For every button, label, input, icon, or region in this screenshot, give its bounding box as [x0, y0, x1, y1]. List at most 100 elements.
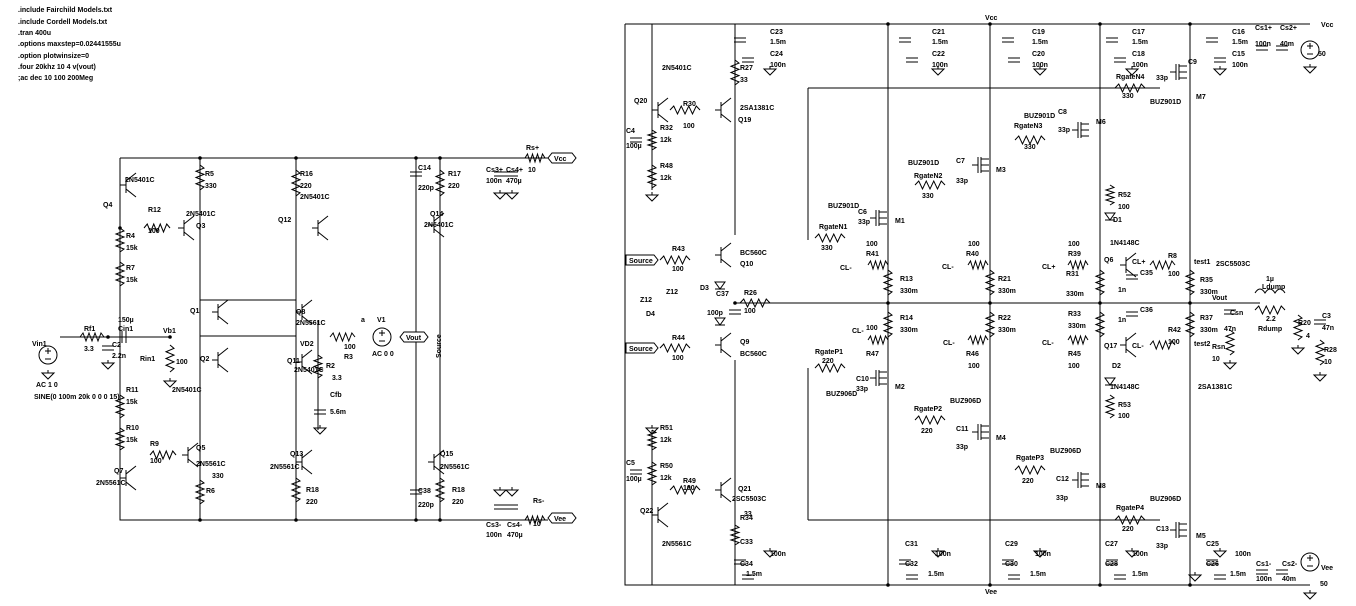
label-q14: Q14 [430, 211, 443, 218]
label-c3: C3 [1322, 313, 1331, 320]
label-r31v: 330m [1066, 291, 1084, 298]
capacitor-bottom [1214, 574, 1226, 580]
label-v1v: AC 0 0 [372, 351, 394, 358]
label-m4: M4 [996, 435, 1006, 442]
resistor [1094, 269, 1106, 296]
label-r33v: 330m [1068, 323, 1086, 330]
voltage-source-vcc [1300, 40, 1320, 60]
ground-symbol [1124, 66, 1140, 76]
directive-7: ;ac dec 10 100 200Meg [18, 75, 93, 82]
transistor-q3 [178, 215, 195, 241]
label-r44v: 100 [672, 355, 684, 362]
label-r47v: 100 [866, 325, 878, 332]
label-buz901d-3: BUZ901D [1024, 113, 1055, 120]
junction-dot [1098, 301, 1102, 305]
label-r35: R35 [1200, 277, 1213, 284]
label-r33: R33 [1068, 311, 1081, 318]
net-vee-left: Vee [554, 516, 566, 523]
label-cl-r45: CL- [1042, 340, 1054, 347]
label-csn: Csn [1230, 310, 1243, 317]
label-q22: Q22 [640, 508, 653, 515]
label-c19v: 1.5m [1032, 39, 1048, 46]
label-r17: R17 [448, 171, 461, 178]
label-c13: C13 [1156, 526, 1169, 533]
label-r22: R22 [998, 315, 1011, 322]
transistor-q8 [296, 299, 313, 325]
resistor-r26 [739, 297, 771, 309]
label-r28: R28 [1324, 347, 1337, 354]
ground-symbol [40, 370, 56, 380]
label-c37: C37 [716, 291, 729, 298]
junction-dot [988, 301, 992, 305]
label-vd2: VD2 [300, 341, 314, 348]
source-polarity [379, 330, 385, 342]
label-ntest2: test2 [1194, 341, 1210, 348]
capacitor-bottom [1206, 559, 1218, 565]
resistor [114, 394, 126, 419]
resistor-r53 [1104, 394, 1116, 419]
ground-symbol [1124, 548, 1140, 558]
label-c2sc5: 2SC5503C [1216, 261, 1250, 268]
capacitor-top [1206, 37, 1218, 43]
resistor-rgatep4 [1114, 514, 1146, 526]
capacitor-c14 [410, 171, 422, 177]
label-rdump: Rdump [1258, 326, 1282, 333]
label-r26v: 100 [744, 308, 756, 315]
label-r13: R13 [900, 276, 913, 283]
label-c22v: 100n [932, 62, 948, 69]
label-r46: R46 [966, 351, 979, 358]
label-c25v: 100n [1235, 551, 1251, 558]
capacitor-bottom [1002, 559, 1014, 565]
net-source-bot: Source [629, 346, 653, 353]
voltage-source-vee [1300, 552, 1320, 572]
label-m7: M7 [1196, 94, 1206, 101]
label-c36: C36 [1140, 307, 1153, 314]
label-c7v: 33p [956, 178, 968, 185]
label-q21: Q21 [738, 486, 751, 493]
label-c20v: 100n [1032, 62, 1048, 69]
resistor [967, 259, 989, 271]
label-c1n-2: 1n [1118, 317, 1126, 324]
ground-symbol [312, 425, 328, 435]
ground-symbol [492, 190, 508, 200]
label-c7: C7 [956, 158, 965, 165]
label-r26: R26 [744, 290, 757, 297]
resistor-r12 [143, 222, 171, 234]
label-cs4p: Cs4+ [506, 167, 523, 174]
label-q20-model: 2N5401C [662, 65, 692, 72]
label-rf1v: 3.3 [84, 346, 94, 353]
mosfet-m5 [1170, 522, 1187, 538]
label-c25: C25 [1206, 541, 1219, 548]
label-r9v: 100 [150, 458, 162, 465]
label-d1: D1 [1113, 217, 1122, 224]
junction-dot [886, 22, 890, 26]
transistor-q10 [715, 242, 732, 268]
label-rsn: Rsn [1212, 344, 1225, 351]
capacitor-c35 [1126, 274, 1138, 280]
resistor [1067, 259, 1089, 271]
label-r42: R42 [1168, 327, 1181, 334]
resistor-r28 [1314, 339, 1326, 366]
resistor-r43 [659, 254, 691, 266]
resistor-r5 [194, 164, 206, 191]
label-c28: C28 [1105, 561, 1118, 568]
resistor [984, 311, 996, 338]
label-c26v: 1.5m [1230, 571, 1246, 578]
label-r16v: 220 [300, 183, 312, 190]
label-r18: R18 [306, 487, 319, 494]
label-c31: C31 [905, 541, 918, 548]
label-r2: R2 [326, 363, 335, 370]
mosfet-m7 [1170, 64, 1187, 80]
label-d3: D3 [700, 285, 709, 292]
net-vcc-top: Vcc [985, 15, 998, 22]
resistor-r52 [1104, 184, 1116, 206]
label-r49v: 100 [683, 485, 695, 492]
mosfet-m8 [1072, 472, 1089, 488]
label-c11v: 33p [956, 444, 968, 451]
label-c14: C14 [418, 165, 431, 172]
voltage-source-vin1 [38, 345, 58, 365]
label-r50v: 12k [660, 475, 672, 482]
label-c17v: 1.5m [1132, 39, 1148, 46]
label-rsp: Rs+ [526, 145, 539, 152]
label-ntest1: test1 [1194, 259, 1210, 266]
